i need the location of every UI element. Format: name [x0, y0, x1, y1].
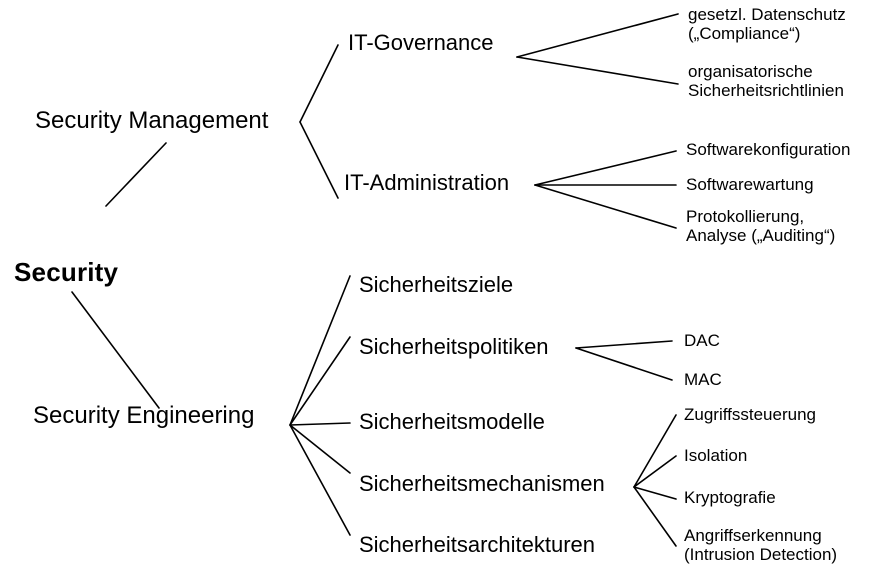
edge-security-engineering-to-sicherheitsziele — [289, 275, 351, 426]
leaf-softwarekonfiguration[interactable]: Softwarekonfiguration — [686, 140, 851, 159]
leaf-gesetzl-datenschutz-compliance[interactable]: gesetzl. Datenschutz („Compliance“) — [688, 5, 846, 43]
node-security-management[interactable]: Security Management — [35, 107, 269, 134]
edge-sicherheitsmechanismen-to-zugriffssteuerung — [633, 414, 677, 488]
node-sicherheitsziele[interactable]: Sicherheitsziele — [359, 272, 514, 297]
edge-sicherheitsmechanismen-to-angriffserkennung — [633, 486, 677, 547]
leaf-line2: („Compliance“) — [688, 24, 801, 44]
edge-sicherheitsmechanismen-to-kryptografie — [633, 486, 677, 500]
node-sicherheitsmodelle[interactable]: Sicherheitsmodelle — [359, 409, 545, 434]
node-sicherheitsarchitekturen[interactable]: Sicherheitsarchitekturen — [359, 532, 596, 557]
node-it-administration[interactable]: IT-Administration — [344, 170, 510, 195]
edge-security-engineering-to-sicherheitsarchitekturen — [289, 424, 351, 536]
edge-security-engineering-to-sicherheitsmechanismen — [289, 424, 351, 474]
edge-it-administration-to-softwarekonfiguration — [534, 150, 677, 186]
edge-it-governance-to-compliance — [516, 13, 679, 58]
node-sicherheitsmechanismen[interactable]: Sicherheitsmechanismen — [359, 471, 605, 496]
edge-security-management-to-it-administration — [299, 121, 339, 199]
leaf-line1: Angriffserkennung — [684, 526, 822, 545]
leaf-softwarewartung[interactable]: Softwarewartung — [686, 175, 814, 194]
edge-security-engineering-to-sicherheitspolitiken — [289, 336, 351, 426]
leaf-line1: organisatorische — [688, 62, 813, 81]
edge-security-management-to-it-governance — [299, 44, 339, 123]
leaf-line2: (Intrusion Detection) — [684, 545, 838, 565]
edge-it-governance-to-sicherheitsrichtlinien — [516, 56, 679, 85]
leaf-kryptografie[interactable]: Kryptografie — [684, 488, 776, 507]
leaf-dac[interactable]: DAC — [684, 331, 720, 350]
edge-security-to-security-management — [105, 142, 167, 207]
edge-sicherheitspolitiken-to-dac — [575, 340, 673, 349]
edge-sicherheitspolitiken-to-mac — [575, 347, 673, 381]
node-security-engineering[interactable]: Security Engineering — [33, 402, 255, 429]
node-it-governance[interactable]: IT-Governance — [348, 30, 494, 55]
leaf-zugriffssteuerung[interactable]: Zugriffssteuerung — [684, 405, 816, 424]
node-sicherheitspolitiken[interactable]: Sicherheitspolitiken — [359, 334, 549, 359]
leaf-angriffserkennung-intrusion-detection[interactable]: Angriffserkennung (Intrusion Detection) — [684, 526, 837, 564]
leaf-line1: gesetzl. Datenschutz — [688, 5, 846, 24]
edge-it-administration-to-protokollierung — [534, 184, 677, 229]
leaf-isolation[interactable]: Isolation — [684, 446, 748, 465]
leaf-line2: Sicherheitsrichtlinien — [688, 81, 844, 101]
edge-security-engineering-to-sicherheitsmodelle — [289, 422, 351, 426]
edge-sicherheitsmechanismen-to-isolation — [633, 455, 677, 488]
leaf-mac[interactable]: MAC — [684, 370, 722, 389]
leaf-protokollierung-analyse-auditing[interactable]: Protokollierung, Analyse („Auditing“) — [686, 207, 835, 245]
leaf-organisatorische-sicherheitsrichtlinien[interactable]: organisatorische Sicherheitsrichtlinien — [688, 62, 844, 100]
leaf-line2: Analyse („Auditing“) — [686, 226, 836, 246]
leaf-line1: Protokollierung, — [686, 207, 805, 226]
edge-security-to-security-engineering — [71, 291, 160, 409]
node-security-root[interactable]: Security — [14, 257, 119, 287]
